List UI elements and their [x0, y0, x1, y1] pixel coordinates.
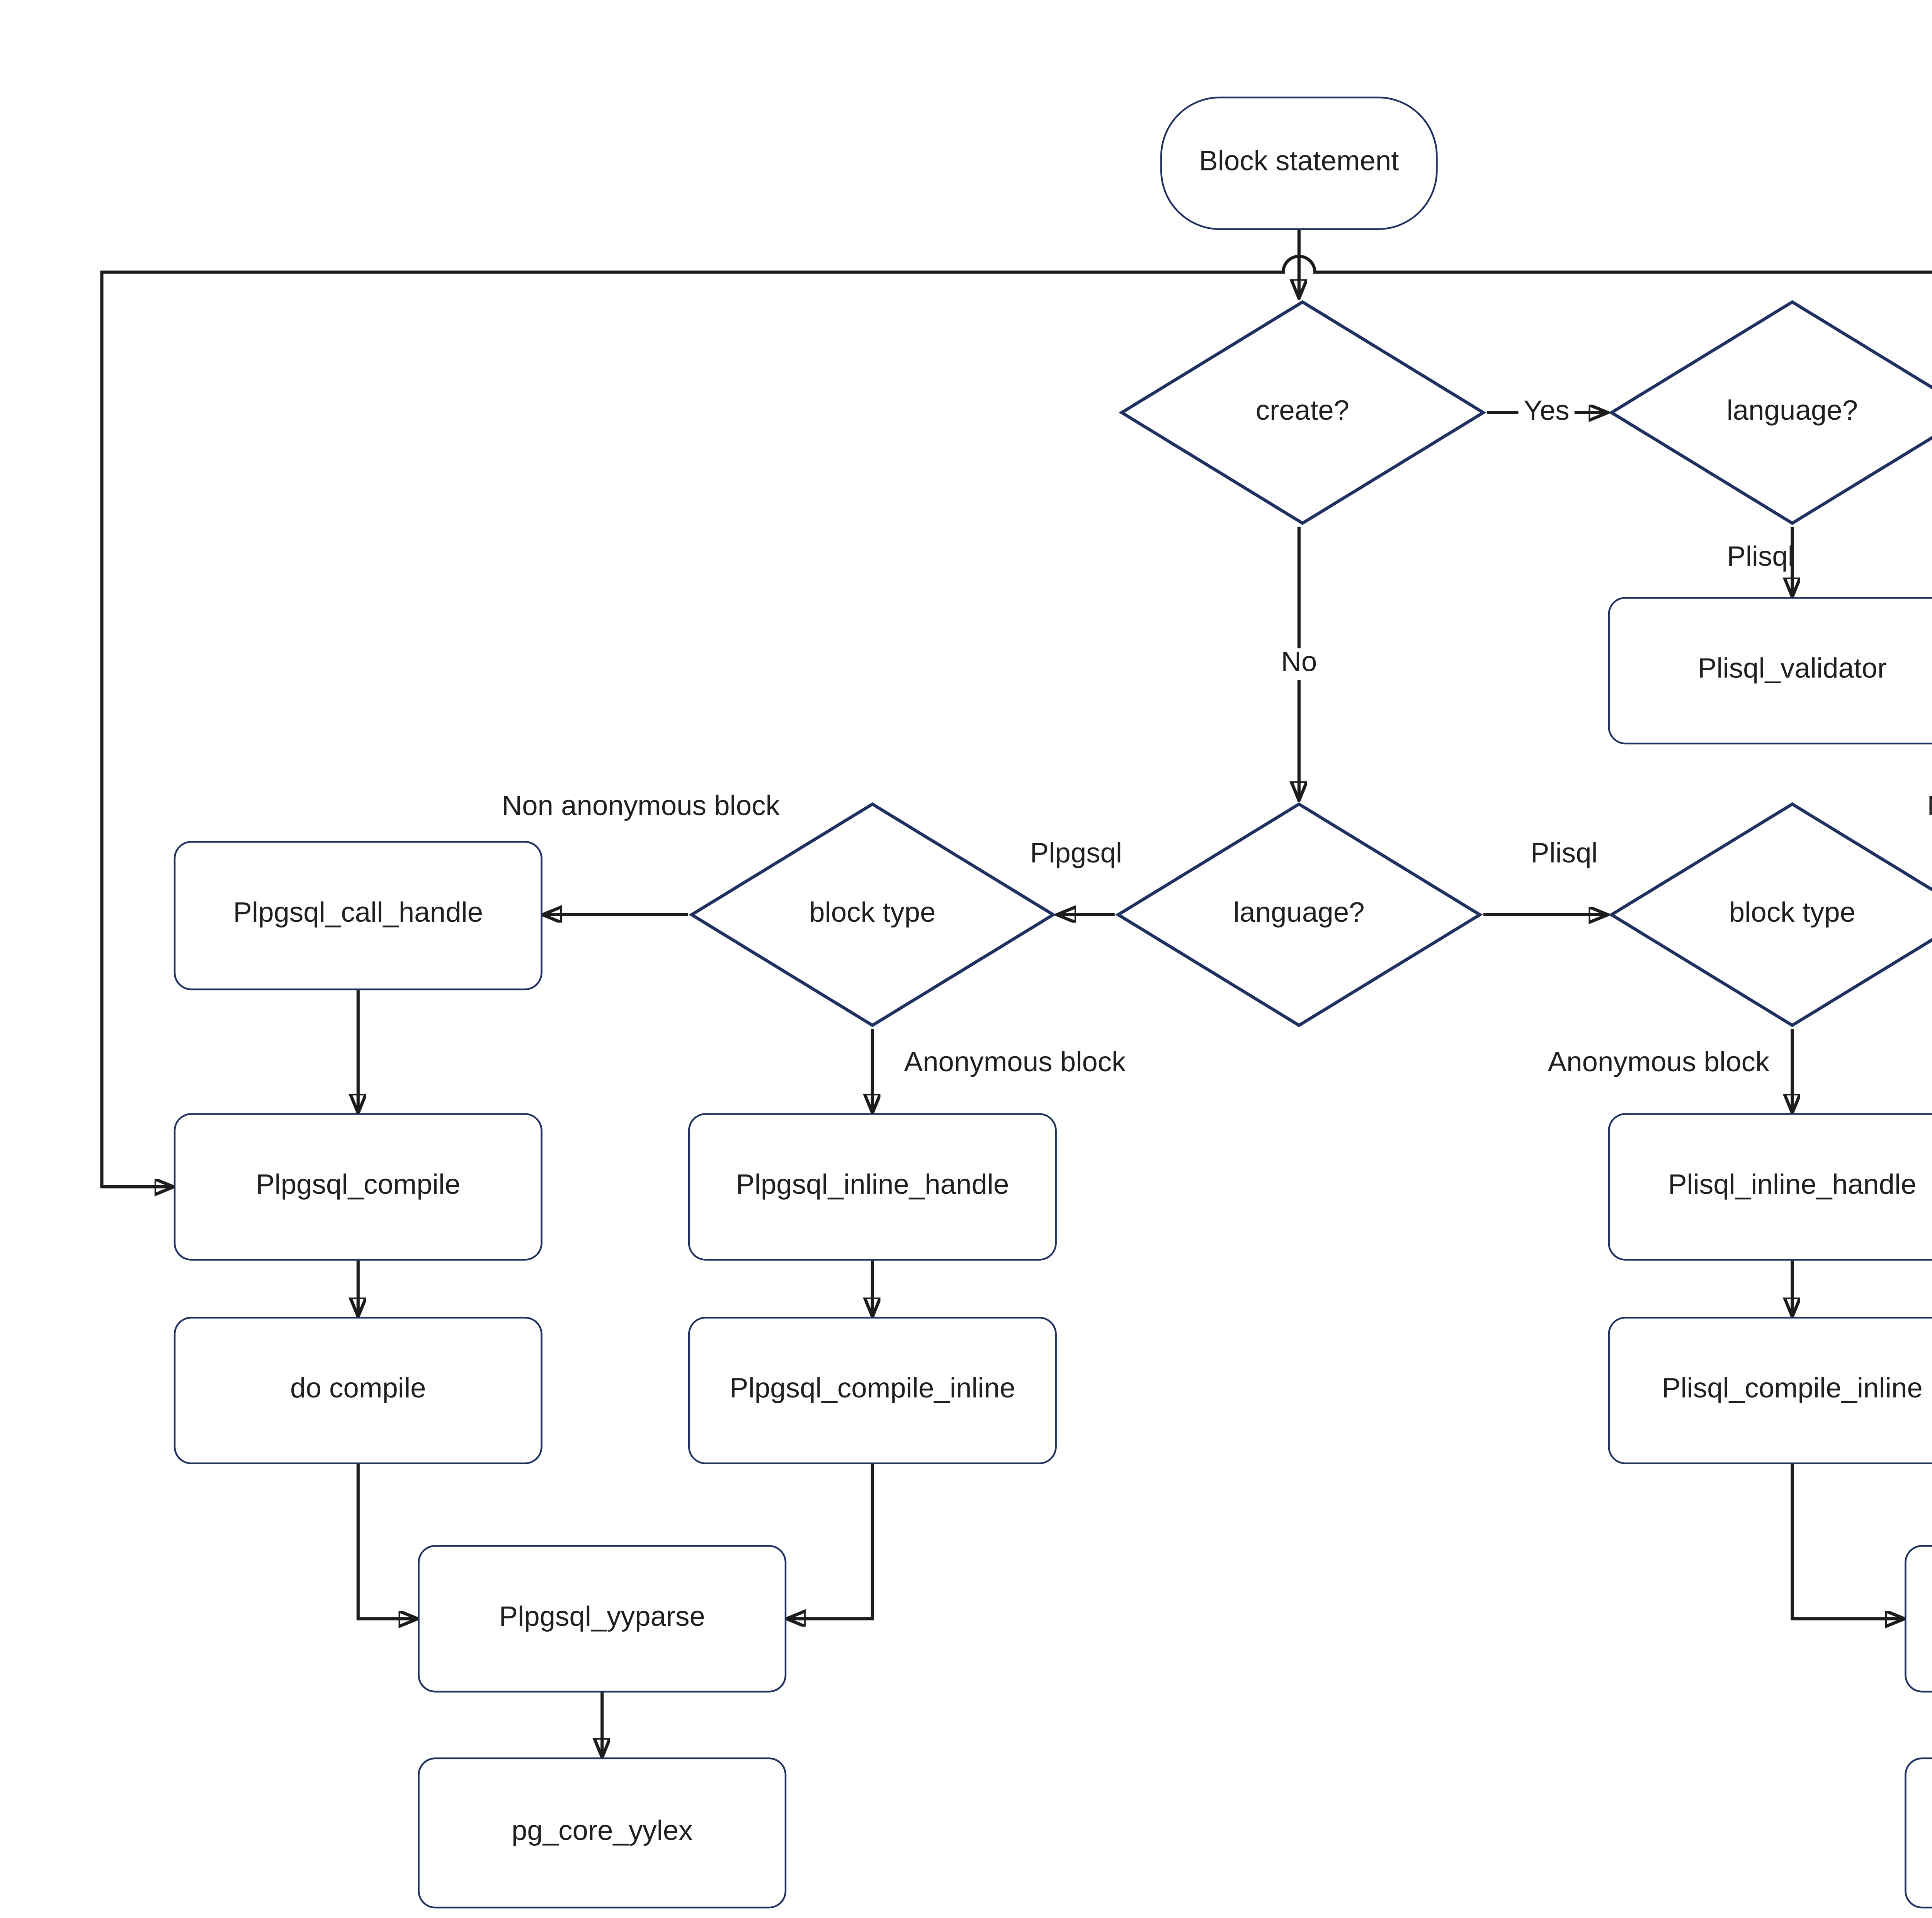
node-plpgsql-compile-inline: Plpgsql_compile_inline [688, 1317, 1057, 1464]
node-plpgsql-inline-handle-label: Plpgsql_inline_handle [736, 1170, 1009, 1200]
decision-language-mid: language? [1115, 801, 1483, 1029]
node-plpgsql-yyparse-label: Plpgsql_yyparse [499, 1602, 705, 1632]
edge-compile-inline-to-plpgsql-yyparse [786, 1464, 874, 1619]
decision-language-mid-label: language? [1233, 898, 1365, 928]
node-plpgsql-call-handle-label: Plpgsql_call_handle [233, 899, 483, 929]
edge-label-non-anonymous-right: Non anonymous block [1927, 792, 1932, 823]
edge-label-yes: Yes [1518, 397, 1575, 428]
node-plpgsql-compile-inline-label: Plpgsql_compile_inline [730, 1374, 1015, 1404]
node-block-statement-label: Block statement [1199, 146, 1399, 177]
edge-label-no: No [1276, 648, 1322, 679]
node-ora-core-yylex: ora_core_yylex [1905, 1757, 1932, 1909]
edge-label-anonymous-right: Anonymous block [1548, 1048, 1770, 1079]
edge-label-plisql-lang: Plisql [1530, 839, 1598, 870]
decision-block-type-right-label: block type [1729, 898, 1856, 928]
node-plisql-validator: Plisql_validator [1608, 597, 1932, 745]
node-plisql-validator-label: Plisql_validator [1697, 654, 1887, 684]
edge-plpgsql-validator-to-plpgsql-compile [100, 255, 1932, 1187]
edge-do-compile-to-plpgsql-yyparse [356, 1464, 418, 1619]
node-plisql-inline-handle-label: Plisql_inline_handle [1668, 1170, 1917, 1200]
edge-label-plpgsql-lang: Plpgsql [1030, 839, 1122, 870]
node-plisql-inline-handle: Plisql_inline_handle [1608, 1113, 1932, 1261]
node-pg-core-yylex: pg_core_yylex [418, 1757, 787, 1909]
node-plpgsql-compile: Plpgsql_compile [173, 1113, 543, 1261]
edge-compile-inline-to-plisql-yyparse [1791, 1464, 1905, 1619]
decision-block-type-left: block type [688, 801, 1057, 1029]
node-do-compile-left-label: do compile [290, 1374, 426, 1404]
node-do-compile-left: do compile [173, 1317, 543, 1464]
decision-block-type-right: block type [1608, 801, 1932, 1029]
node-plpgsql-yyparse: Plpgsql_yyparse [418, 1545, 787, 1693]
node-plisql-compile-inline: Plisql_compile_inline [1608, 1317, 1932, 1464]
edge-label-non-anonymous-left: Non anonymous block [502, 792, 780, 822]
node-pg-core-yylex-label: pg_core_yylex [511, 1816, 693, 1847]
decision-language-top: language? [1608, 298, 1932, 527]
decision-block-type-left-label: block type [809, 898, 936, 928]
node-plisql-yyparse: Plisql_yyparse [1905, 1545, 1932, 1693]
node-plpgsql-call-handle: Plpgsql_call_handle [173, 841, 543, 990]
decision-language-top-label: language? [1726, 396, 1858, 426]
decision-create: create? [1118, 298, 1487, 527]
node-plisql-compile-inline-label: Plisql_compile_inline [1662, 1374, 1923, 1404]
node-plpgsql-compile-label: Plpgsql_compile [256, 1170, 461, 1200]
node-plpgsql-inline-handle: Plpgsql_inline_handle [688, 1113, 1057, 1261]
node-block-statement: Block statement [1160, 96, 1438, 230]
edge-label-anonymous-left: Anonymous block [904, 1048, 1126, 1079]
edge-label-plisql-create: Plisql [1727, 543, 1794, 573]
decision-create-label: create? [1255, 396, 1350, 426]
